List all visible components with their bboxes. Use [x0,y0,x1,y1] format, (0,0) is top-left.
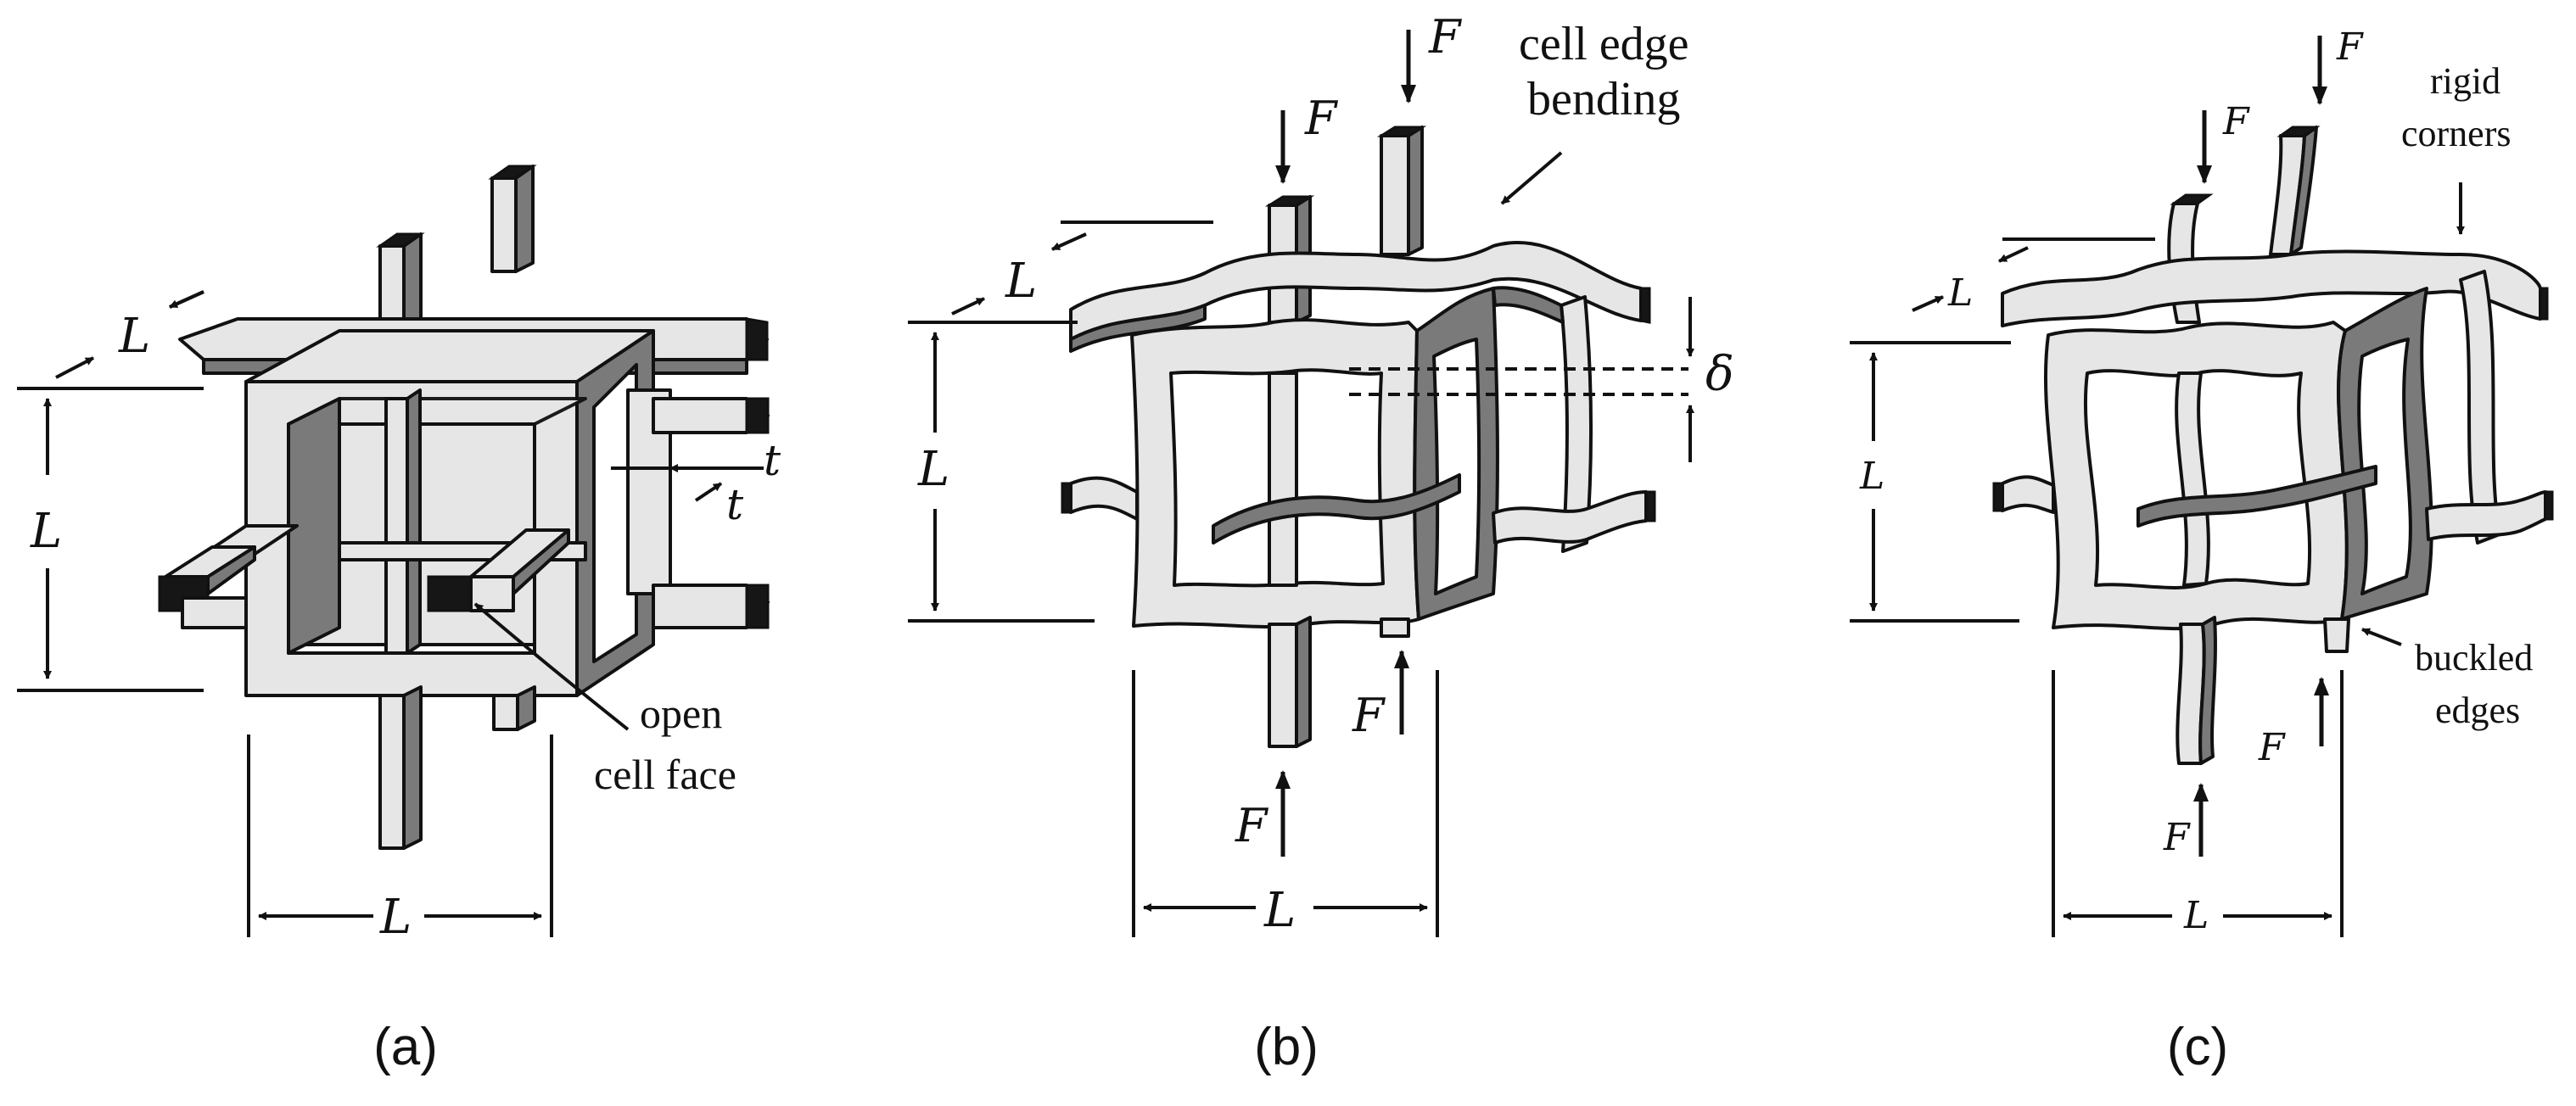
label-F-c-bottom-right: F [2258,726,2286,769]
strut-c-bottom-posts [2176,616,2350,765]
dim-b-L-left: L [908,321,1095,623]
label-t-lower: t [726,480,744,529]
panel-c: F F F F rigid corners buckled edges [1850,25,2554,1076]
label-buckled: buckled [2415,637,2533,679]
dim-c-L-top: L [1912,237,2155,315]
label-L-c-bottom: L [2183,894,2209,937]
dim-b-L-top: L [951,221,1213,316]
label-L-b-top: L [1005,254,1037,309]
force-b-bottom-left: F [1235,770,1291,857]
label-F-c-top-right: F [2336,25,2364,69]
force-c-top-left: F [2197,100,2250,184]
label-bending: bending [1527,73,1680,126]
dim-c-L-bottom: L [2052,670,2344,937]
strut-b-inner [1212,371,1461,587]
cube-c-frame [2043,270,2501,631]
callout-buckled-edges: buckled edges [2361,628,2533,731]
label-F-b-bottom-right: F [1352,689,1386,742]
inner-struts [338,388,672,655]
dim-L-left: L [17,387,204,692]
force-c-bottom-left: F [2163,783,2209,859]
strut-b-top-posts [1264,126,1427,324]
force-b-top-left: F [1275,92,1339,184]
label-F-b-top-left: F [1304,92,1339,145]
strut-top-back-post [488,165,537,273]
callout-rigid-corners: rigid corners [2401,60,2512,235]
label-F-c-bottom-left: F [2163,816,2191,859]
panel-b: F F F F cell edge bending L [908,10,1734,1076]
caption-a: (a) [373,1018,438,1076]
strut-right-side [181,397,770,629]
caption-c: (c) [2167,1018,2228,1076]
label-L-top: L [118,309,150,364]
dim-b-L-bottom: L [1132,670,1439,938]
strut-bottom-post [378,685,536,850]
label-F-c-top-left: F [2222,100,2250,143]
label-L-c-top: L [1947,271,1973,315]
callout-open-cell-face: open cell face [473,602,736,798]
cube-frame [244,329,655,697]
dim-L-bottom: L [247,735,553,945]
label-L-b-bottom: L [1263,883,1296,938]
label-L-c-left: L [1859,455,1884,498]
strut-c-middle-ring [1992,475,2554,541]
strut-c-inner [2136,371,2377,587]
force-c-bottom-right: F [2258,677,2329,769]
caption-b: (b) [1254,1018,1319,1076]
label-t-upper: t [764,436,781,485]
label-L-bottom: L [379,890,412,945]
label-cell-face: cell face [594,751,736,798]
force-b-top-right: F [1401,10,1463,103]
dim-delta: δ [1349,297,1734,462]
label-open: open [640,690,722,737]
dim-c-L-left: L [1850,341,2019,623]
label-rigid: rigid [2430,60,2500,102]
force-c-top-right: F [2312,25,2364,105]
strut-front-center [427,528,570,612]
cube-b-frame [1130,286,1593,628]
callout-cell-edge-bending: cell edge bending [1500,18,1689,205]
label-L-b-left: L [917,442,949,497]
label-F-b-top-right: F [1428,10,1463,64]
label-F-b-bottom-left: F [1235,799,1269,852]
panel-a: L L L t t open cell [17,165,781,1076]
dim-thickness: t t [611,436,781,529]
strut-c-top-ring [2001,249,2549,327]
label-cell-edge: cell edge [1519,18,1689,70]
label-edges: edges [2435,690,2520,731]
strut-b-middle-ring [1061,476,1656,545]
label-delta: δ [1705,347,1734,402]
force-b-bottom-right: F [1352,650,1409,742]
strut-b-bottom-posts [1268,616,1410,748]
dim-L-top: L [55,290,204,379]
strut-b-top-ring [1069,240,1651,353]
label-L-left: L [30,504,62,559]
label-corners: corners [2401,113,2512,154]
